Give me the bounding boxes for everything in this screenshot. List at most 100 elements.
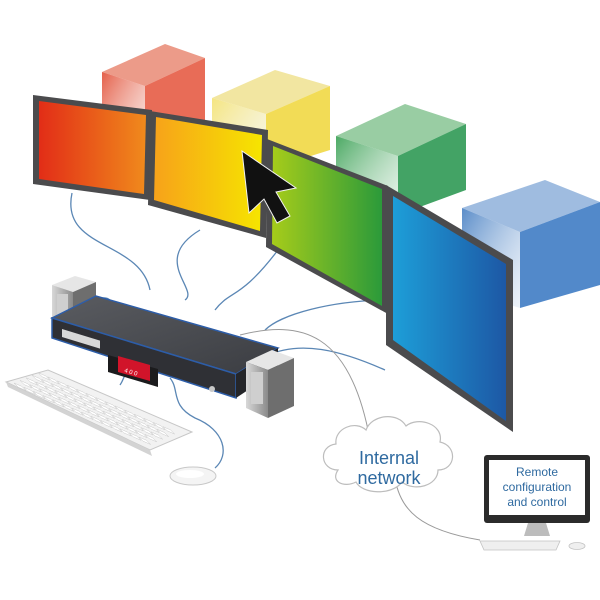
keyboard-key xyxy=(106,417,119,426)
keyboard-key xyxy=(64,394,77,403)
keyboard-key xyxy=(31,374,45,383)
keyboard-key xyxy=(37,372,51,381)
cable-monitor-3 xyxy=(214,249,279,311)
keyboard-key xyxy=(47,376,60,385)
network-cloud: Internal network xyxy=(322,416,454,493)
remote-label-line3: and control xyxy=(507,495,566,509)
keyboard-key xyxy=(83,402,96,411)
keyboard-key xyxy=(137,420,150,429)
keyboard-key xyxy=(42,395,55,404)
monitor-4-screen xyxy=(393,196,506,421)
keyboard-key xyxy=(150,431,163,440)
keyboard-key xyxy=(118,412,131,421)
keyboard-key xyxy=(121,419,135,428)
monitor-2-screen xyxy=(154,117,262,231)
remote-monitor-stand xyxy=(524,523,550,536)
keyboard-key xyxy=(96,413,109,422)
keyboard-key xyxy=(89,399,102,408)
keyboard-key xyxy=(90,415,103,424)
remote-label-line2: configuration xyxy=(503,480,572,494)
keyboard-key xyxy=(41,379,54,388)
keyboard-key xyxy=(52,399,65,408)
keyboard-key xyxy=(66,384,79,393)
keyboard-key xyxy=(76,388,89,397)
keyboard-key xyxy=(127,416,141,425)
keyboard-key xyxy=(23,386,36,395)
cable-monitor-2 xyxy=(176,229,201,301)
kvm-display-text: 4 0 0 xyxy=(123,368,138,378)
remote-station: Remote configuration and control xyxy=(479,455,590,551)
keyboard-key xyxy=(114,405,127,414)
keyboard-key xyxy=(156,428,169,437)
monitor-3 xyxy=(266,139,388,314)
cloud-label-line1: Internal xyxy=(359,448,419,468)
kvm-front-panel: 4 0 0 xyxy=(108,355,158,387)
keyboard-key xyxy=(147,424,160,433)
keyboard-key xyxy=(13,382,27,391)
keyboard-key xyxy=(133,413,147,422)
remote-label-line1: Remote xyxy=(516,465,558,479)
keyboard-key xyxy=(100,420,113,429)
remote-keyboard xyxy=(479,540,561,551)
keyboard-key xyxy=(54,390,67,398)
keyboard-key xyxy=(144,434,157,443)
cable-monitor-1 xyxy=(70,192,151,291)
mouse xyxy=(169,466,217,486)
keyboard-key xyxy=(124,409,137,418)
keyboard-key xyxy=(60,387,73,396)
keyboard-key xyxy=(19,380,33,389)
network-cable-remote xyxy=(394,477,481,541)
keyboard-key xyxy=(71,407,84,416)
monitor-1-screen xyxy=(39,101,146,194)
keyboard-key xyxy=(105,401,118,410)
kvm-logo-icon xyxy=(209,386,215,392)
network-cables xyxy=(239,329,481,541)
keyboard-key xyxy=(119,428,132,437)
keyboard-key xyxy=(25,377,39,386)
monitor-3-screen xyxy=(272,146,382,306)
cloud-shape xyxy=(322,416,454,493)
keyboard-key xyxy=(77,405,90,414)
keyboard-key xyxy=(70,391,83,400)
keyboard-key xyxy=(102,410,115,419)
keyboard-key xyxy=(135,429,148,438)
keyboard-key xyxy=(115,421,129,430)
network-cable-kvm xyxy=(239,329,371,441)
cable-mouse xyxy=(169,377,224,469)
keyboard-key xyxy=(153,422,166,431)
keyboard-key xyxy=(95,397,108,406)
keyboard-keys xyxy=(13,372,175,445)
keyboard-key xyxy=(73,398,87,407)
remote-mouse xyxy=(568,542,586,550)
keyboard-key xyxy=(39,388,52,397)
keyboard-key xyxy=(87,409,100,418)
keyboard-key xyxy=(81,411,94,420)
keyboard-key xyxy=(85,393,99,402)
keyboard-key xyxy=(93,406,106,415)
keyboard-key xyxy=(67,400,81,409)
monitor-4 xyxy=(386,185,513,432)
speaker-right xyxy=(246,350,294,418)
keyboard-key xyxy=(125,425,138,434)
kvm-display xyxy=(118,356,150,381)
mouse-pointer-icon xyxy=(241,149,298,224)
cloud-label-line2: network xyxy=(357,468,421,488)
keyboard-key xyxy=(51,383,64,392)
keyboard-key xyxy=(45,385,58,394)
keyboard-key xyxy=(108,408,121,417)
keyboard-key xyxy=(129,432,142,441)
keyboard-key xyxy=(112,414,125,423)
kvm-switch: 4 0 0 xyxy=(49,295,280,400)
monitor-2 xyxy=(148,111,268,238)
keyboard-key xyxy=(57,380,70,389)
keyboard-key xyxy=(29,384,42,393)
keyboard-key xyxy=(109,424,123,433)
keyboard-key xyxy=(141,427,154,436)
keyboard-key xyxy=(33,391,46,400)
keyboard-key xyxy=(48,392,61,401)
keyboard-key xyxy=(99,404,112,412)
monitor-1 xyxy=(33,95,152,200)
keyboard-key xyxy=(138,436,151,445)
